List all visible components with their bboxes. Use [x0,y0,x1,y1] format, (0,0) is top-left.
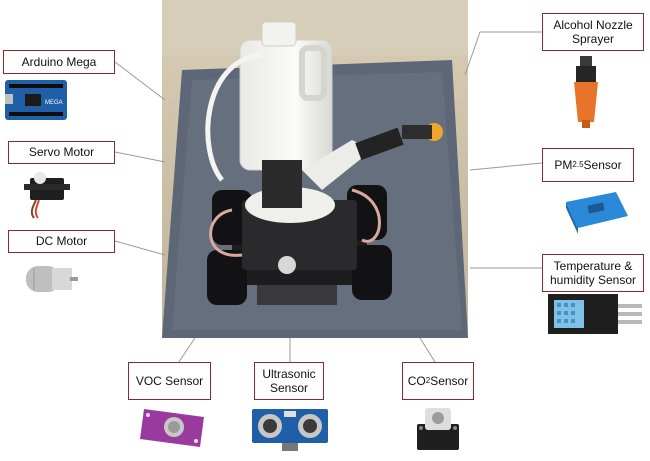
co2-label-subscript: 2 [425,376,431,386]
ultrasonic-sensor-label: Ultrasonic Sensor [254,362,324,400]
servo-motor-image [22,168,72,225]
dc-motor-image [22,258,80,305]
ultrasonic-line-2: Sensor [269,381,309,395]
pm-label-main: PM [554,157,573,172]
alcohol-line-1: Alcohol Nozzle [553,17,633,32]
temp-line-1: Temperature & [553,258,633,273]
pm-label-rest: Sensor [583,157,622,172]
voc-sensor-image [138,403,210,456]
ultrasonic-line-1: Ultrasonic [262,366,316,381]
arduino-mega-board-image: MEGA [5,80,67,125]
alcohol-nozzle-image [562,56,610,135]
co2-label-rest: Sensor [430,373,469,388]
dc-motor-label: DC Motor [8,230,115,253]
arduino-mega-label: Arduino Mega [3,50,115,74]
temperature-humidity-sensor-image [548,294,644,341]
ultrasonic-sensor-image [250,403,330,458]
alcohol-line-2: Sprayer [571,32,615,46]
co2-label-main: CO [407,373,426,388]
voc-sensor-label: VOC Sensor [128,362,211,400]
temperature-humidity-sensor-label: Temperature & humidity Sensor [542,254,644,292]
servo-motor-label: Servo Motor [8,141,115,164]
alcohol-nozzle-sprayer-label: Alcohol Nozzle Sprayer [542,13,644,51]
co2-sensor-image [413,402,463,457]
pm-label-subscript: 2.5 [572,160,584,170]
temp-line-2: humidity Sensor [549,273,637,287]
robot-photo [162,0,468,338]
pm25-sensor-image [562,188,632,241]
svg-text:MEGA: MEGA [45,100,63,106]
